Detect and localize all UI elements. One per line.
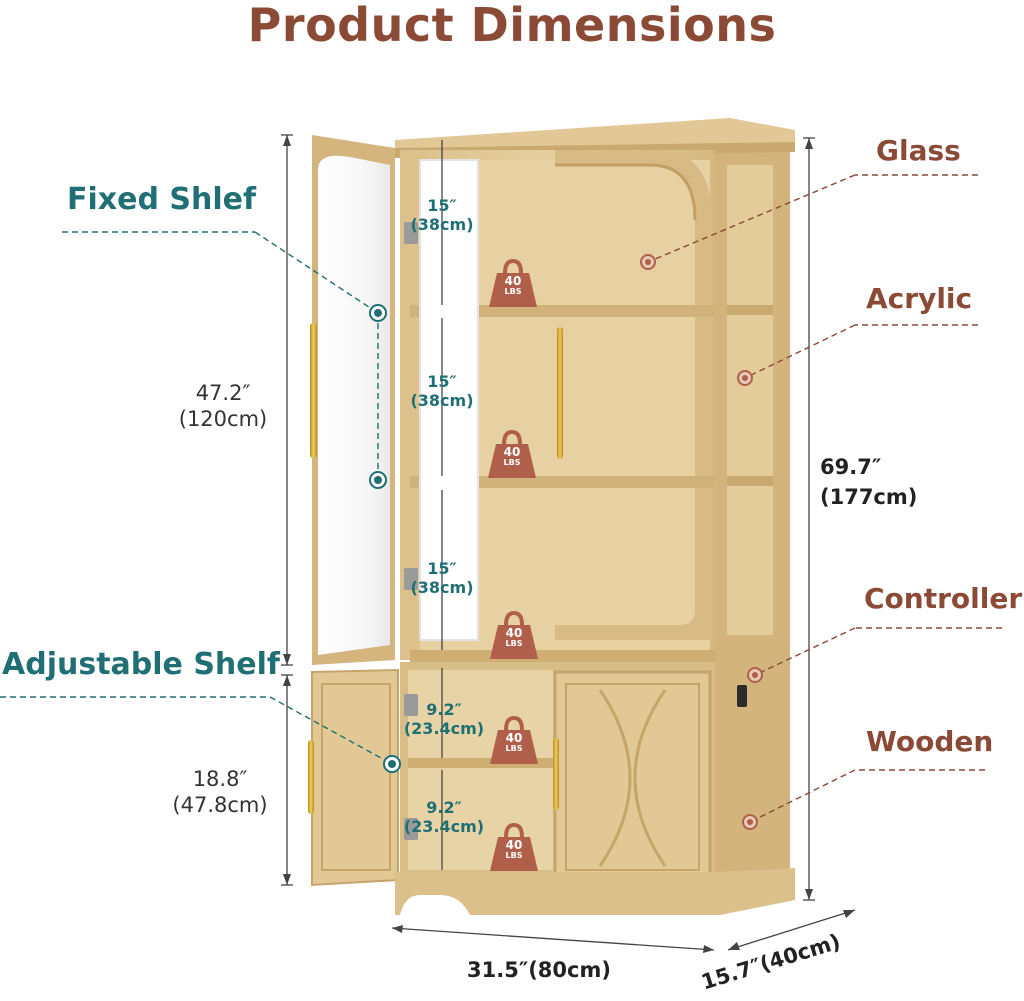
left-lower-door-handle	[308, 740, 314, 814]
weight-badges	[488, 258, 538, 871]
weight-badge-body-1	[489, 273, 537, 307]
controller-box	[737, 685, 747, 707]
callout-fixed-shelf: Fixed Shlef	[67, 182, 257, 217]
upper-height-cm: (120cm)	[178, 407, 268, 431]
weight-badge-body-2	[488, 444, 536, 478]
weight-badge-handle-5	[504, 822, 524, 838]
total-height-cm: (177cm)	[820, 485, 918, 509]
shelf-1	[410, 305, 715, 317]
callout-wooden: Wooden	[866, 725, 994, 758]
lower-height-label: 18.8″ (47.8cm)	[160, 766, 280, 818]
callout-acrylic: Acrylic	[866, 282, 973, 315]
shelf-3	[410, 650, 715, 664]
weight-badge-handle-4	[504, 715, 524, 731]
lower-door-handle	[553, 738, 559, 810]
total-height-label: 69.7″ (177cm)	[820, 452, 917, 512]
glass-door	[310, 135, 395, 665]
right-lower-door	[553, 670, 712, 884]
teal-leaders	[0, 231, 393, 765]
hinge-3	[404, 694, 418, 716]
cabinet-base	[395, 868, 795, 915]
weight-badge-body-3	[490, 625, 538, 659]
hinge-1	[404, 222, 418, 244]
callout-adjustable-shelf: Adjustable Shelf	[2, 647, 280, 682]
dimension-lines	[281, 134, 856, 951]
shelf-gap-5: 9.2″(23.4cm)	[403, 798, 485, 836]
weight-badge-body-5	[490, 837, 538, 871]
weight-badge-handle-2	[502, 429, 522, 445]
total-height-in: 69.7″	[820, 455, 882, 479]
shelf-gap-4: 9.2″(23.4cm)	[403, 700, 485, 738]
hinge-2	[404, 568, 418, 590]
brown-dots	[640, 254, 763, 830]
lower-shelf	[408, 758, 553, 768]
dimension-arrowheads	[283, 135, 855, 953]
page-title: Product Dimensions	[247, 0, 777, 52]
weight-badge-handle-3	[504, 610, 524, 626]
shelf-gap-3: 15″(38cm)	[410, 559, 474, 597]
left-lower-door	[311, 668, 399, 887]
callout-controller: Controller	[864, 582, 1023, 615]
width-label: 31.5″(80cm)	[467, 958, 611, 982]
callout-glass: Glass	[876, 134, 961, 167]
lower-height-cm: (47.8cm)	[172, 793, 268, 817]
door-interior-strip	[404, 159, 479, 641]
upper-height-label: 47.2″ (120cm)	[168, 380, 278, 432]
teal-dots	[369, 304, 401, 773]
brown-leaders	[647, 174, 1002, 823]
cabinet-side-panel	[712, 138, 790, 900]
lower-height-in: 18.8″	[192, 767, 248, 791]
cabinet-lower-body	[308, 662, 795, 915]
shelf-2	[410, 476, 715, 488]
hinge-4	[404, 818, 418, 840]
shelf-gap-1: 15″(38cm)	[410, 196, 474, 234]
weight-badge-handle-1	[503, 258, 523, 274]
weight-badge-body-4	[490, 730, 538, 764]
inner-handle	[557, 327, 563, 459]
shelf-gap-2: 15″(38cm)	[410, 372, 474, 410]
glass-door-handle	[310, 323, 317, 458]
upper-height-in: 47.2″	[195, 381, 251, 405]
